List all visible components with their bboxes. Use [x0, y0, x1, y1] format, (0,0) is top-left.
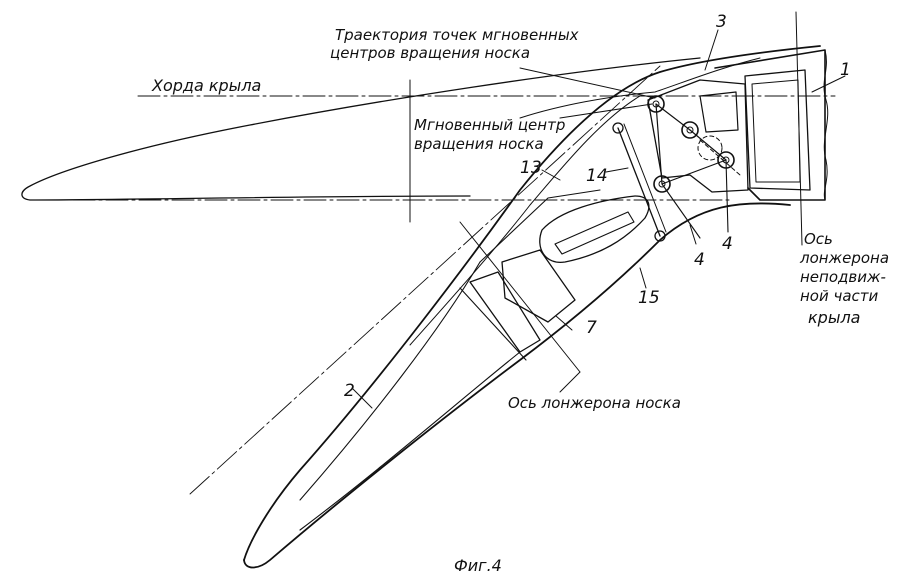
rib-slot: [554, 211, 635, 255]
label-fixed-spar-4: ной части: [800, 287, 879, 305]
link-14: [617, 127, 661, 237]
label-fixed-spar-3: неподвиж-: [800, 268, 886, 286]
part-number-1: 1: [840, 60, 851, 80]
rib-cutout-top: [539, 195, 650, 263]
nose-inner-web: [299, 261, 481, 501]
label-nose-spar-axis: Ось лонжерона носка: [508, 394, 681, 412]
label-fixed-spar-2: лонжерона: [800, 249, 890, 267]
nose-upper-surface: [243, 45, 821, 561]
fixed-wing-box: [714, 49, 826, 201]
label-trajectory-2: центров вращения носка: [330, 44, 531, 62]
label-trajectory-1: Траектория точек мгновенных: [335, 26, 579, 44]
label-chord: Хорда крыла: [152, 76, 262, 95]
leader-15: [639, 267, 647, 289]
part-number-13: 13: [520, 158, 542, 178]
link-upper: [655, 103, 691, 131]
nose-spar-axis: [459, 221, 581, 373]
hinge-upper: [681, 121, 699, 139]
part-number-3: 3: [716, 12, 727, 32]
leader-7: [555, 315, 573, 331]
label-instant-center-2: вращения носка: [414, 135, 544, 153]
retracted-nose-profile: [21, 57, 701, 201]
break-line: [823, 49, 829, 201]
link-4b: [725, 159, 729, 233]
hinge-small-left: [612, 122, 624, 134]
label-instant-center-1: Мгновенный центр: [414, 116, 566, 134]
dashed-link: [699, 139, 741, 176]
leader-3: [704, 29, 719, 71]
fixed-spar-axis: [795, 11, 803, 246]
part-number-2: 2: [344, 381, 355, 401]
link-4a: [661, 183, 701, 239]
trajectory-curve: [519, 57, 761, 119]
leader-14: [605, 167, 629, 173]
leader-4a: [689, 224, 697, 245]
hinge-small-bottom: [654, 230, 666, 242]
part-number-4a: 4: [694, 250, 705, 270]
part-number-4b: 4: [722, 234, 733, 254]
construction-line: [189, 65, 661, 495]
fixed-wing-inner2: [751, 79, 801, 183]
leader-1: [811, 75, 846, 93]
nose-spar-leader: [559, 371, 581, 393]
part-number-7: 7: [586, 318, 597, 338]
leader-2: [351, 387, 373, 409]
instant-center-leader: [559, 103, 653, 119]
rib-frame: [479, 189, 601, 263]
trajectory-leader: [519, 67, 656, 99]
figure-caption: Фиг.4: [454, 556, 502, 575]
dashed-hinge: [697, 135, 723, 161]
rib-cutout-lower: [469, 271, 541, 353]
nose-lower-surface: [243, 202, 791, 569]
leader-13: [541, 169, 561, 181]
part-number-14: 14: [586, 166, 608, 186]
rib-cutout-mid: [501, 249, 576, 323]
nose-inner-line: [409, 95, 641, 346]
label-fixed-spar-5: крыла: [808, 308, 861, 327]
fixed-wing-inner: [744, 69, 811, 191]
mechanism-window: [699, 91, 739, 133]
part-number-15: 15: [638, 288, 660, 308]
label-fixed-spar-1: Ось: [804, 230, 833, 248]
